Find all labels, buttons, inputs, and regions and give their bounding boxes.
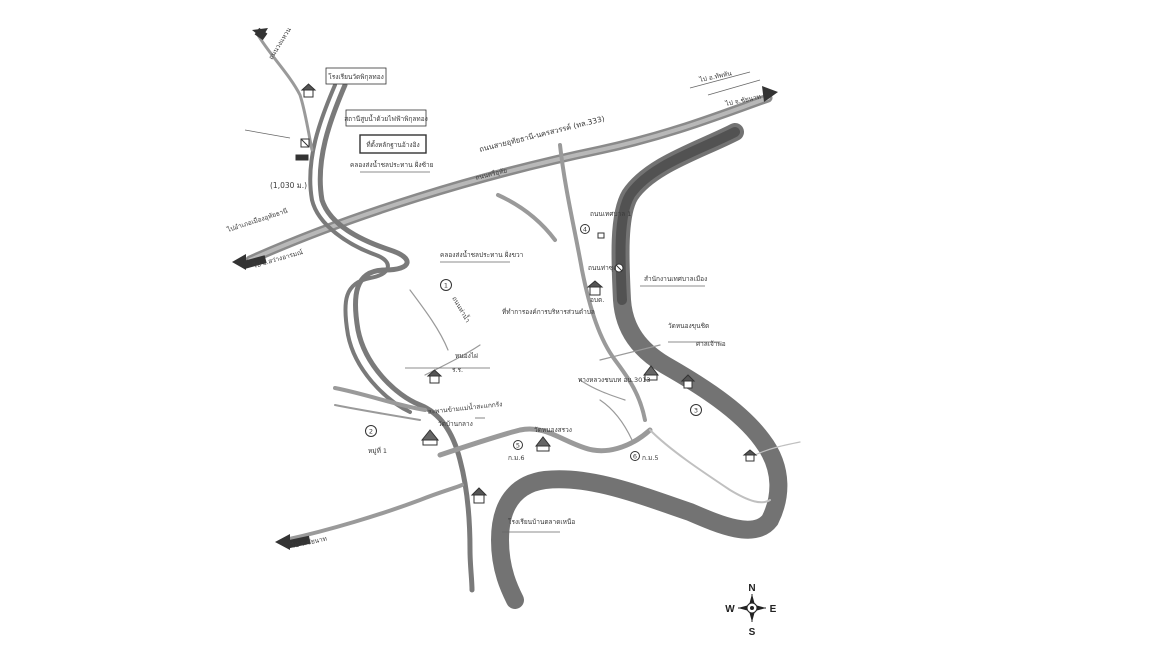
government-office-label: ที่ทำการองค์การบริหารส่วนตำบล [502,307,595,316]
numbered-markers: 1 2 3 4 5 6 [365,224,702,461]
temple-center-label: วัดหนองสรวง [534,426,572,434]
distance-label: (1,030 ม.) [270,181,307,190]
place-b-label: ร.ร. [452,366,463,374]
square-icon [597,232,605,239]
school-icon [426,369,443,384]
place-c-label: ก.ม.6 [508,454,525,462]
left-village-label: หมู่ที่ 1 [368,446,387,455]
map-symbols [295,83,758,504]
marker-label: 3 [694,407,698,415]
marker-label: 4 [583,226,587,234]
small-road-a: ถนนท่าซุง [588,264,616,272]
upper-route-label: ไป อ.ทัพทัน [698,69,733,84]
place-e-label: อบต. [590,296,604,304]
direction-arrows [232,27,778,550]
leader-lines [244,71,761,533]
road-ring-label: ถนนวงแหวน [267,26,293,61]
office-icon [614,263,624,273]
arrow-left [232,254,246,270]
marker-label: 6 [633,453,637,461]
marker-label: 5 [516,442,520,450]
temple-icon [420,429,440,446]
school-icon [470,487,488,504]
mid-canal-label: คลองส่งน้ำชลประทาน ฝั่งขวา [440,250,524,259]
school-icon [300,83,317,98]
house-icon [742,449,758,462]
highway-label: ถนนสายอุทัยธานี-นครสวรรค์ (ทล.333) [478,114,605,154]
text-labels: (1,030 ม.) คลองส่งน้ำชลประทาน ฝั่งซ้าย ถ… [225,26,761,551]
marker-label: 2 [369,428,373,436]
main-highway [245,93,773,265]
school-bottom-label: โรงเรียนบ้านตลาดเหนือ [508,518,575,526]
pump-station-label: สถานีสูบน้ำด้วยไฟฟ้าพิกุลทอง [344,114,428,123]
lower-road-label: ทางหลวงชนบท อน.3013 [578,376,651,384]
secondary-roads [256,33,801,542]
temple-icon [642,365,660,381]
shrine-right-label: ศาลเจ้าพ่อ [696,340,726,348]
west-route-label: ไปอำเภอเมืองอุทัยธานี [225,207,289,235]
landmark-box-label: ที่ตั้งหลักฐานอ้างอิง [366,140,419,149]
shrine-icon [680,374,696,389]
landmark-icon [295,154,309,161]
small-road-b: ถนนท่าน้ำ [450,295,472,325]
compass-south: S [749,627,756,638]
temple-left-label: วัดบ้านกลาง [438,420,473,428]
temple-right-label: วัดหนองขุนชิต [668,322,709,330]
office-icon [586,280,604,296]
boxed-labels: โรงเรียนวัดพิกุลทอง สถานีสูบน้ำด้วยไฟฟ้า… [325,67,428,154]
compass-rose: N S E W [725,583,776,638]
pump-icon [300,138,310,148]
compass-east: E [770,604,777,615]
school-top-label: โรงเรียนวัดพิกุลทอง [328,73,384,81]
canal-label: คลองส่งน้ำชลประทาน ฝั่งซ้าย [350,160,434,169]
left-canal [308,82,475,593]
place-d-label: ก.ม.5 [642,454,659,462]
arrow-bottomleft [275,534,290,550]
place-a-label: หนองไผ่ [455,352,478,360]
district-office-label: สำนักงานเทศบาลเมือง [644,275,707,283]
compass-north: N [748,583,755,594]
road-mid-label: ถนนเทศบาล 1 [590,210,631,218]
arrow-topright [762,86,778,102]
compass-west: W [725,604,735,615]
river [490,123,788,609]
river-bend-label: สะพานข้ามแม่น้ำสะแกกรัง [427,399,502,416]
marker-label: 1 [444,282,448,290]
temple-icon [534,436,552,452]
